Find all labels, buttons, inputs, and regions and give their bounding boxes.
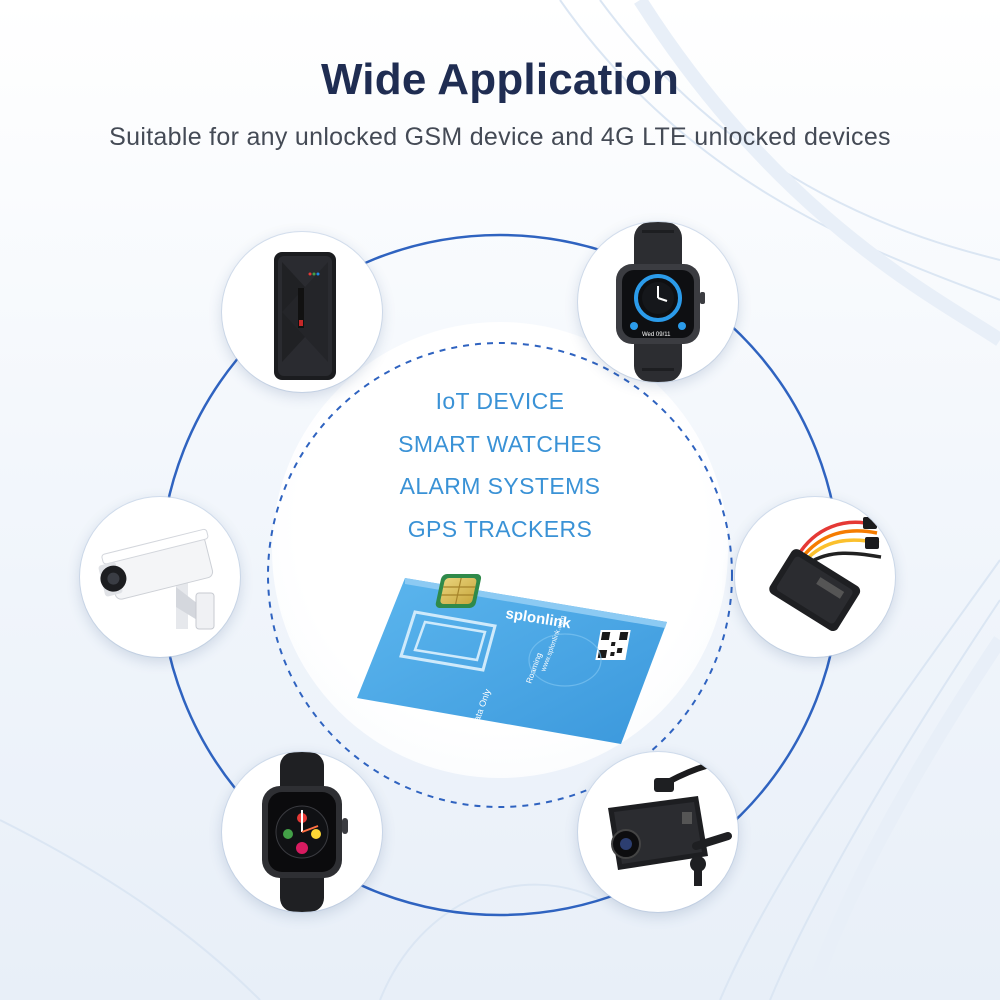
page-subtitle: Suitable for any unlocked GSM device and… [109,123,891,151]
device-smart-watch [222,752,382,912]
device-vehicle-gps-tracker [735,497,895,657]
feature-alarm-systems: ALARM SYSTEMS [399,473,601,499]
device-security-camera [80,497,240,657]
watch-date: Wed 09/11 [642,332,671,338]
feature-smart-watches: SMART WATCHES [398,430,602,457]
feature-gps-trackers: GPS TRACKERS [407,515,593,542]
device-gps-tracker-box [222,232,382,392]
page-title: Wide Application [320,55,680,104]
inner-dashed-ring [267,342,733,808]
device-smart-watch-kids: Wed 09/11 [578,222,738,382]
sim-card-image: splonlink www.splonlink.com Roaming Data… [357,574,667,744]
feature-iot-device: IoT DEVICE [435,388,565,414]
device-dash-camera [578,752,738,912]
feature-list: IoT DEVICE SMART WATCHES ALARM SYSTEMS G… [300,380,700,550]
